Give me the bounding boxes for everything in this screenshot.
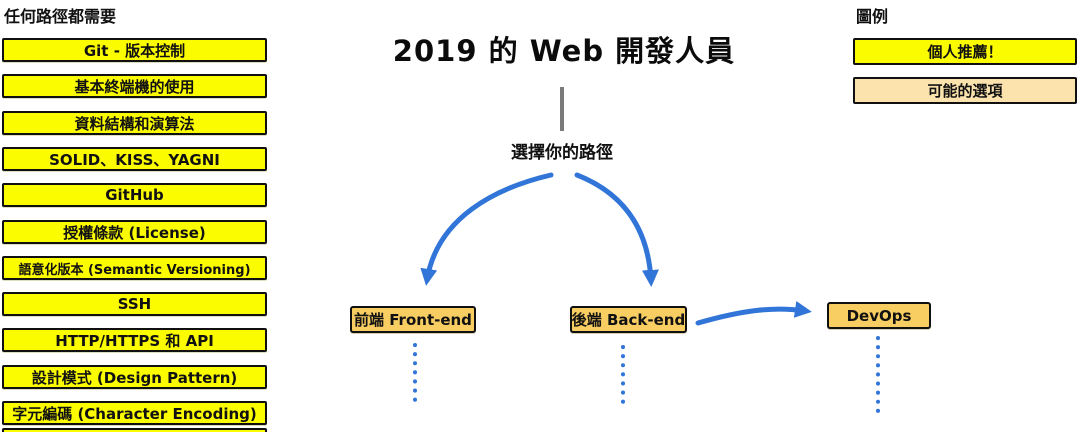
choose-path-label: 選擇你的路徑 [511, 143, 613, 163]
required-item-label: 基本終端機的使用 [74, 77, 195, 96]
path-box-label: DevOps [846, 306, 912, 325]
required-item-label: 授權條款 (License) [63, 223, 206, 242]
required-item-http-api: HTTP/HTTPS 和 API [2, 328, 267, 352]
required-item-label: 設計模式 (Design Pattern) [31, 368, 238, 387]
required-item-ssh: SSH [2, 292, 267, 316]
arrow-to-frontend [420, 172, 554, 286]
required-item-solid-kiss-yagni: SOLID、KISS、YAGNI [2, 147, 267, 171]
arrow-backend-to-devops [695, 300, 812, 326]
arrow-to-backend [574, 172, 659, 287]
legend-item-recommended: 個人推薦！ [853, 38, 1077, 65]
required-item-partial-cutoff [2, 428, 267, 432]
required-item-terminal: 基本終端機的使用 [2, 74, 267, 98]
required-item-label: GitHub [105, 186, 164, 204]
page-title: 2019 的 Web 開發人員 [392, 34, 736, 68]
required-item-label: SOLID、KISS、YAGNI [49, 150, 220, 169]
required-item-char-encoding: 字元編碼 (Character Encoding) [2, 401, 267, 425]
path-box-devops: DevOps [827, 302, 931, 329]
legend-item-possible: 可能的選項 [853, 77, 1077, 104]
required-item-label: 資料結構和演算法 [74, 114, 195, 133]
path-box-frontend: 前端 Front-end [350, 306, 476, 333]
required-item-data-structures: 資料結構和演算法 [2, 111, 267, 135]
legend-item-label: 個人推薦！ [927, 43, 1003, 61]
required-item-label: 語意化版本 (Semantic Versioning) [18, 262, 251, 278]
required-section-header: 任何路徑都需要 [4, 7, 117, 26]
legend-item-label: 可能的選項 [927, 82, 1003, 100]
path-box-backend: 後端 Back-end [570, 306, 687, 333]
legend-header: 圖例 [856, 7, 889, 26]
required-item-semver: 語意化版本 (Semantic Versioning) [2, 256, 267, 280]
path-box-label: 後端 Back-end [571, 311, 686, 329]
required-item-label: 字元編碼 (Character Encoding) [12, 404, 257, 423]
required-item-label: Git - 版本控制 [83, 41, 186, 60]
required-item-design-pattern: 設計模式 (Design Pattern) [2, 365, 267, 389]
required-item-label: HTTP/HTTPS 和 API [55, 331, 214, 350]
required-item-github: GitHub [2, 183, 267, 207]
required-item-git: Git - 版本控制 [2, 38, 267, 62]
required-item-label: SSH [117, 295, 152, 313]
required-item-license: 授權條款 (License) [2, 220, 267, 244]
path-box-label: 前端 Front-end [354, 311, 472, 329]
